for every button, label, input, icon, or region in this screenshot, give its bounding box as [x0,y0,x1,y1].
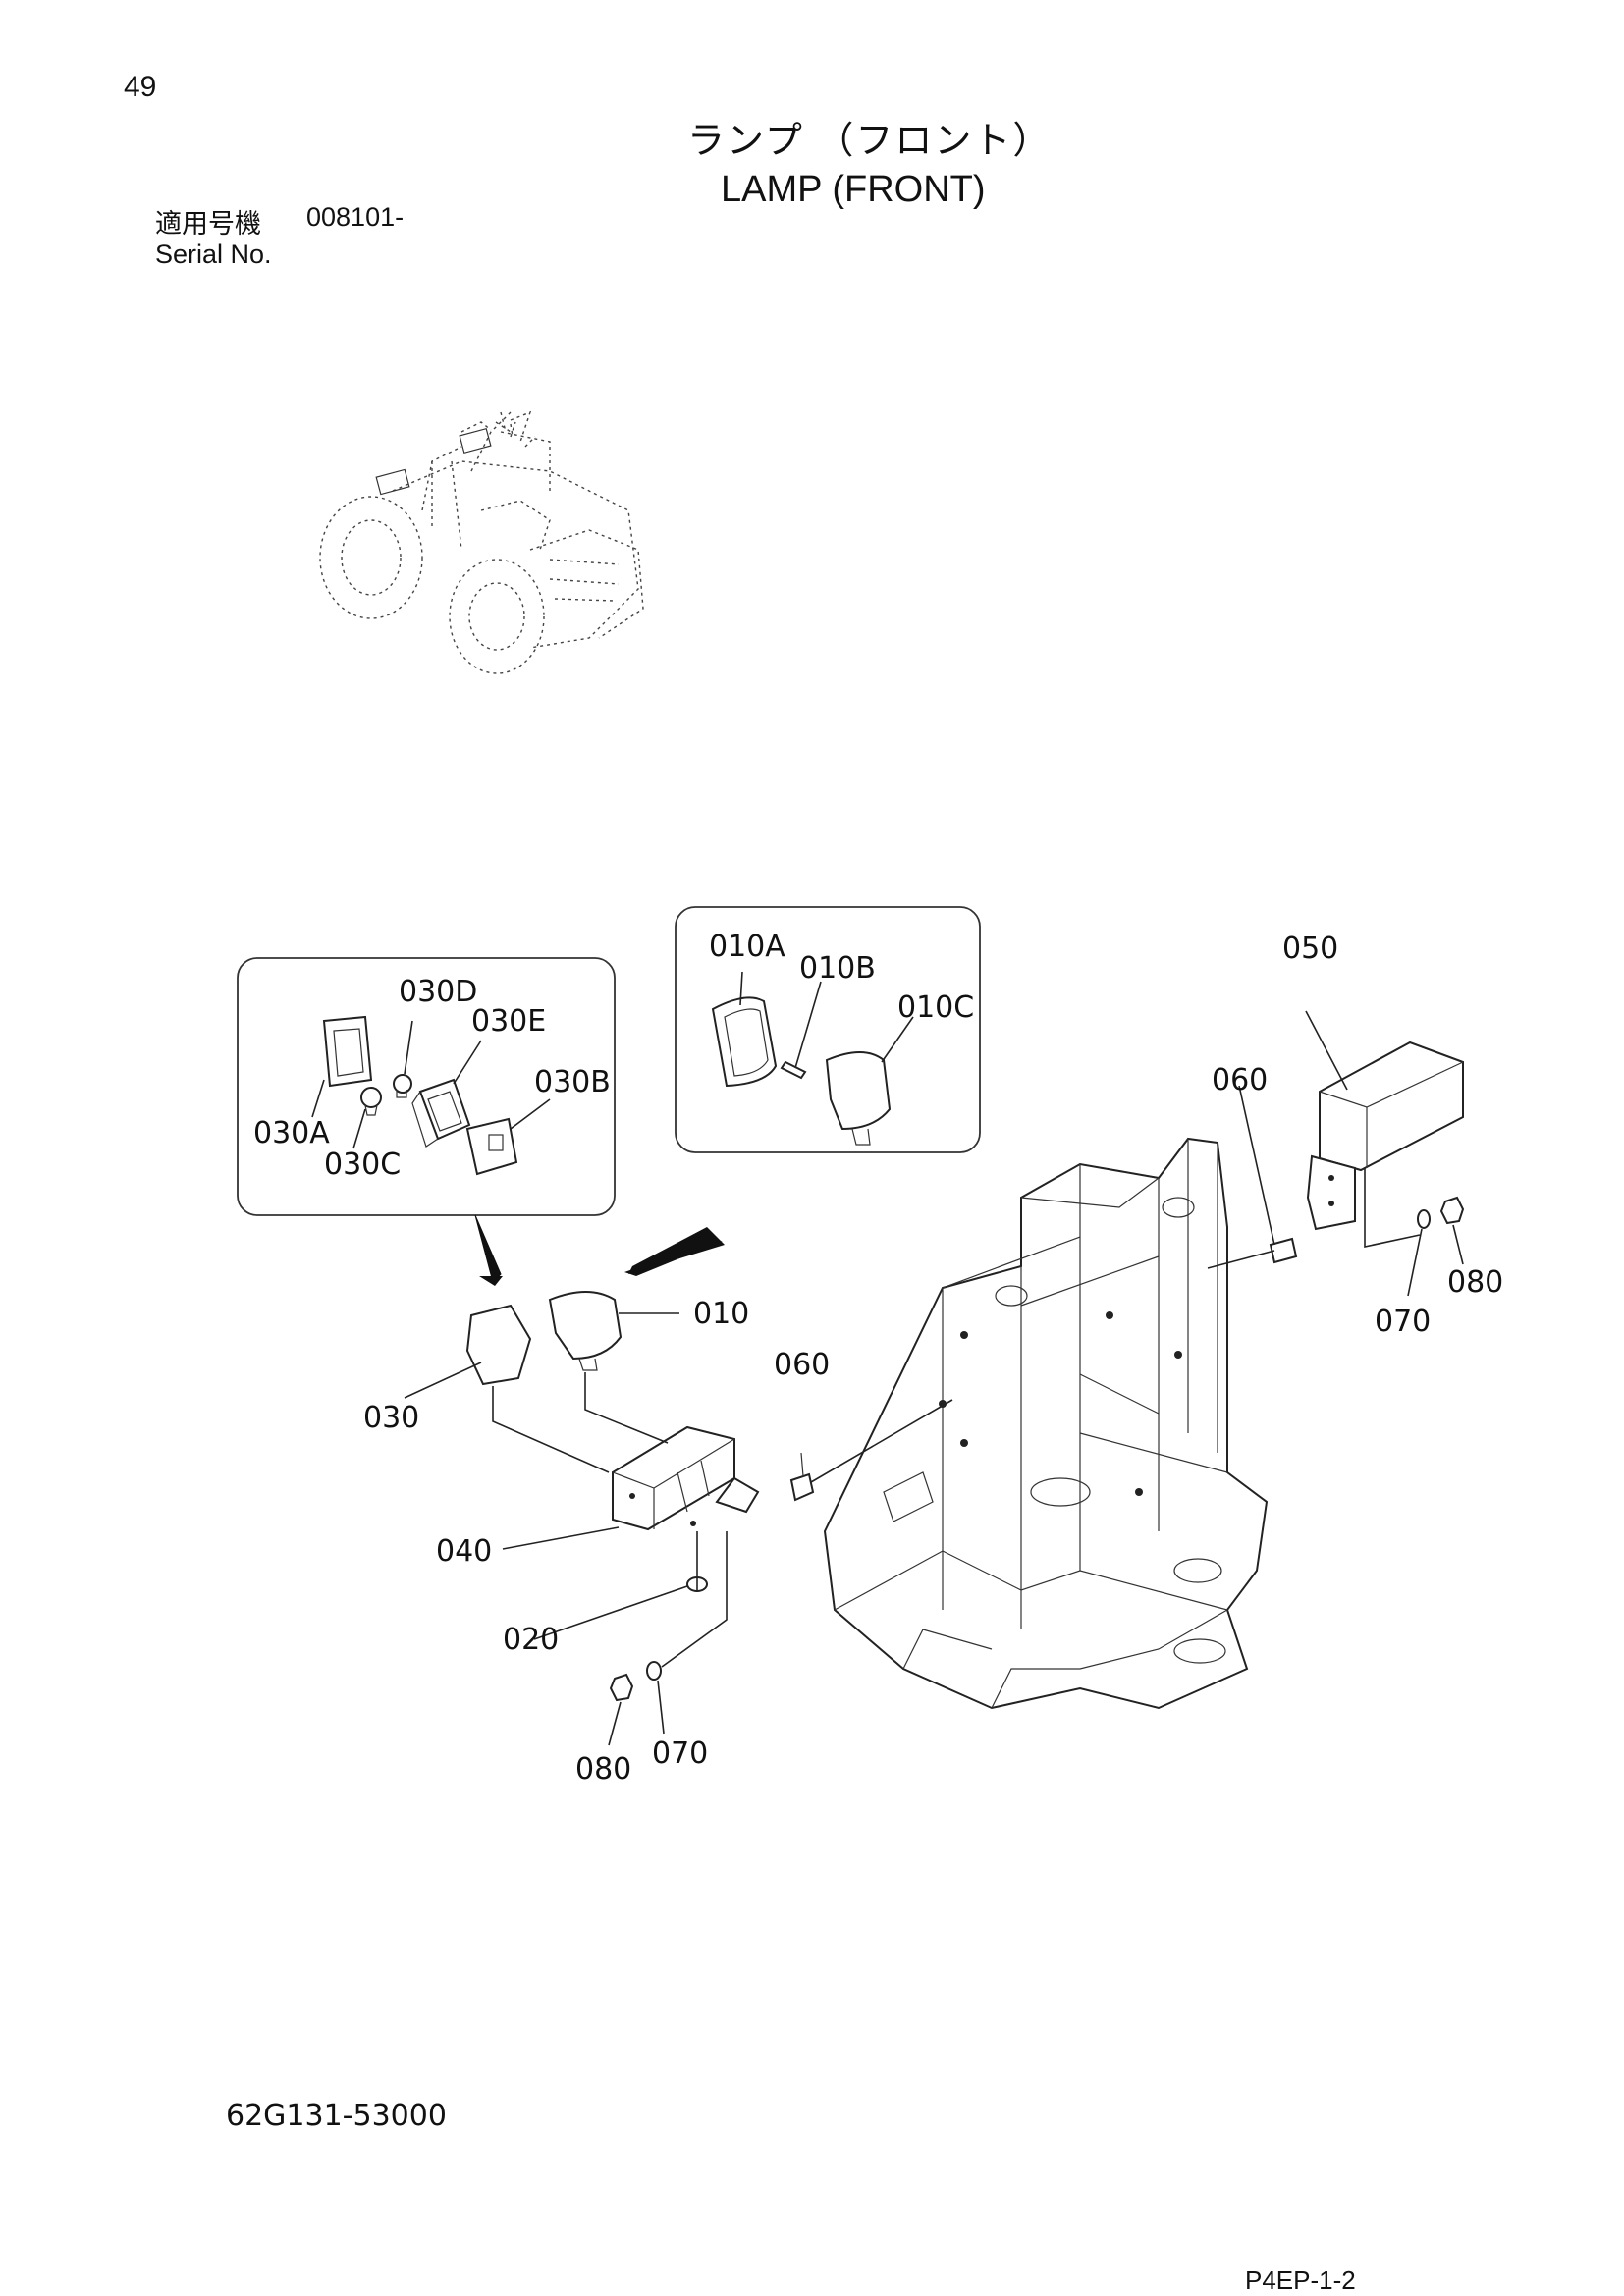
label-080-right: 080 [1447,1265,1503,1300]
bracket-050 [1306,1041,1464,1231]
title-english: LAMP (FRONT) [721,169,986,210]
label-060-right: 060 [1212,1063,1268,1097]
label-030E: 030E [471,1004,546,1039]
label-030C: 030C [324,1148,401,1182]
label-010: 010 [693,1297,749,1331]
label-070-left: 070 [652,1736,708,1771]
document-code: 62G131-53000 [226,2099,447,2133]
label-050: 050 [1282,932,1338,966]
page-code: P4EP-1-2 [1245,2266,1356,2295]
label-030: 030 [363,1401,419,1435]
nut-070-right [1417,1209,1431,1229]
bracket-040 [612,1425,760,1531]
part-labels: 030D 030E 030B 030A 030C 010A 010B 010C … [253,930,1503,1787]
serial-label-japanese: 適用号機 [155,209,261,239]
title-japanese: ランプ （フロント） [687,121,1053,162]
label-030A: 030A [253,1116,330,1150]
label-030D: 030D [399,975,477,1009]
label-040: 040 [436,1534,492,1569]
label-010B: 010B [799,951,876,986]
label-020: 020 [503,1623,559,1657]
lamp-010-shape [548,1291,623,1361]
page-number: 49 [124,71,157,103]
nut-080-right [1439,1196,1465,1225]
label-030B: 030B [534,1065,611,1099]
leader-lines [404,1010,1464,1746]
bolt-060-left [789,1472,815,1502]
label-080-left: 080 [575,1752,631,1787]
label-070-right: 070 [1375,1305,1431,1339]
serial-label-english: Serial No. [155,240,272,269]
callout-box-030 [237,957,616,1286]
nut-070-left [646,1661,662,1681]
label-060-left: 060 [774,1348,830,1382]
label-010A: 010A [709,930,785,964]
machine-frame [823,1137,1269,1710]
machine-overview-illustration [319,410,644,674]
label-010C: 010C [897,990,974,1025]
bolt-060-right [1269,1237,1298,1264]
nut-080-left [609,1673,634,1702]
lamp-030-shape [465,1304,532,1386]
callout-box-010 [624,906,981,1276]
serial-number-value: 008101- [306,202,405,232]
